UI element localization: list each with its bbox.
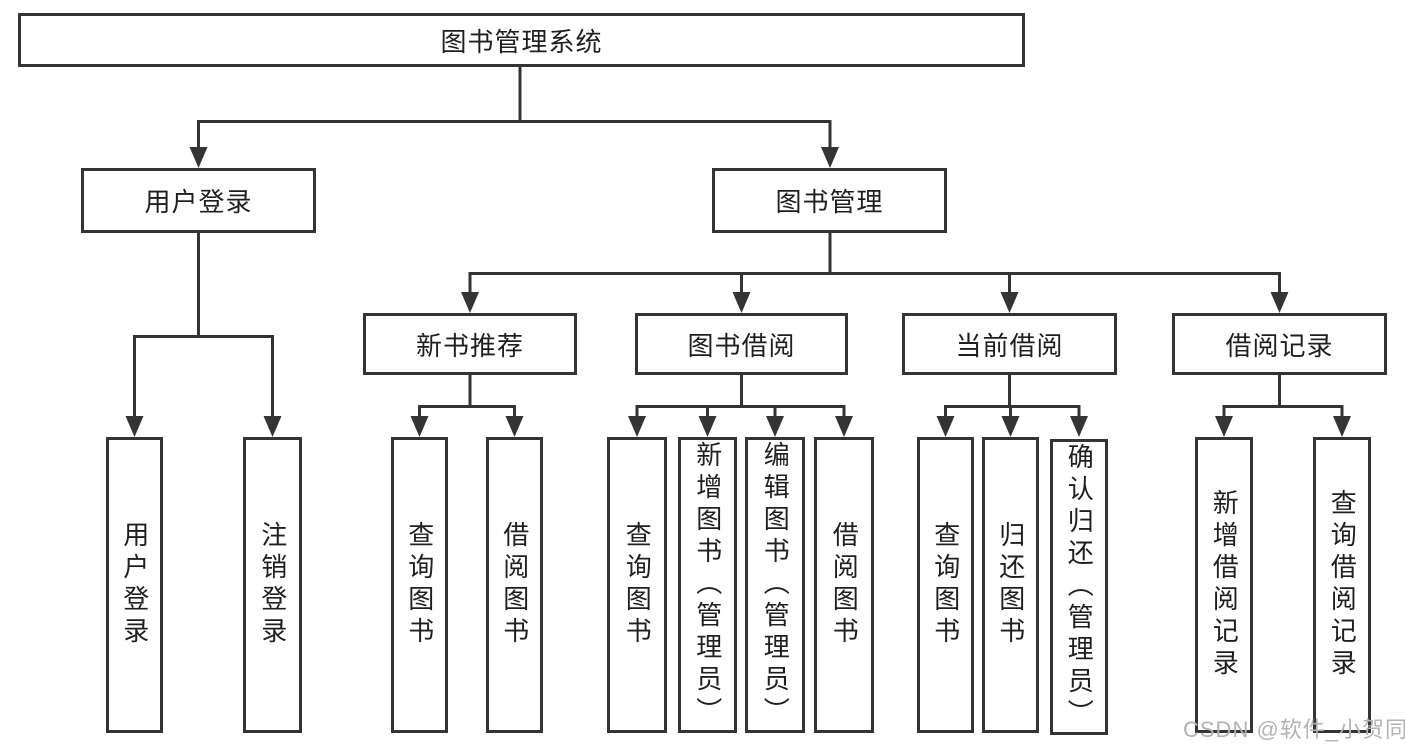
leaf-br-query-record-label: 查询借阅记录 bbox=[1327, 489, 1358, 681]
leaf-bb-edit-book-admin-label: 编辑图书（管理员） bbox=[760, 441, 791, 729]
leaf-nb-query-book: 查询图书 bbox=[391, 437, 448, 733]
leaf-bb-borrow-book: 借阅图书 bbox=[814, 437, 874, 733]
leaf-bb-query-book: 查询图书 bbox=[607, 437, 667, 733]
leaf-br-query-record: 查询借阅记录 bbox=[1313, 437, 1371, 733]
node-current-borrowing: 当前借阅 bbox=[902, 313, 1117, 375]
leaf-br-add-record: 新增借阅记录 bbox=[1195, 437, 1253, 733]
leaf-bb-borrow-book-label: 借阅图书 bbox=[829, 521, 860, 649]
node-root-label: 图书管理系统 bbox=[440, 26, 603, 57]
csdn-watermark: CSDN @软件_小贺同学 bbox=[1183, 717, 1405, 742]
leaf-user-login: 用户登录 bbox=[106, 437, 163, 733]
leaf-logout: 注销登录 bbox=[243, 437, 302, 733]
leaf-nb-borrow-book-label: 借阅图书 bbox=[499, 521, 530, 649]
leaf-cb-query-book-label: 查询图书 bbox=[930, 521, 961, 649]
node-book-borrowing-label: 图书借阅 bbox=[687, 330, 796, 361]
leaf-nb-query-book-label: 查询图书 bbox=[404, 521, 435, 649]
leaf-cb-query-book: 查询图书 bbox=[917, 437, 974, 733]
node-user-login: 用户登录 bbox=[81, 168, 316, 233]
node-new-book-recommend: 新书推荐 bbox=[363, 313, 577, 375]
node-user-login-label: 用户登录 bbox=[144, 187, 253, 217]
leaf-cb-return-book: 归还图书 bbox=[982, 437, 1039, 733]
node-current-borrowing-label: 当前借阅 bbox=[955, 330, 1064, 361]
leaf-br-add-record-label: 新增借阅记录 bbox=[1209, 489, 1240, 681]
leaf-logout-label: 注销登录 bbox=[257, 521, 288, 649]
node-book-borrowing: 图书借阅 bbox=[635, 313, 848, 375]
leaf-bb-add-book-admin-label: 新增图书（管理员） bbox=[692, 441, 723, 729]
leaf-user-login-label: 用户登录 bbox=[119, 521, 150, 649]
node-new-book-recommend-label: 新书推荐 bbox=[415, 330, 524, 361]
node-book-management: 图书管理 bbox=[712, 168, 947, 233]
leaf-bb-edit-book-admin: 编辑图书（管理员） bbox=[745, 437, 805, 733]
leaf-cb-confirm-return-admin-label: 确认归还（管理员） bbox=[1064, 443, 1095, 731]
leaf-cb-confirm-return-admin: 确认归还（管理员） bbox=[1050, 439, 1108, 735]
node-borrowing-records: 借阅记录 bbox=[1172, 313, 1387, 375]
node-borrowing-records-label: 借阅记录 bbox=[1225, 330, 1334, 361]
leaf-cb-return-book-label: 归还图书 bbox=[995, 521, 1026, 649]
leaf-bb-query-book-label: 查询图书 bbox=[622, 521, 653, 649]
arrow-down-icons bbox=[125, 147, 1351, 437]
node-root: 图书管理系统 bbox=[18, 13, 1025, 67]
leaf-bb-add-book-admin: 新增图书（管理员） bbox=[678, 437, 737, 733]
node-book-management-label: 图书管理 bbox=[775, 187, 884, 217]
leaf-nb-borrow-book: 借阅图书 bbox=[486, 437, 543, 733]
